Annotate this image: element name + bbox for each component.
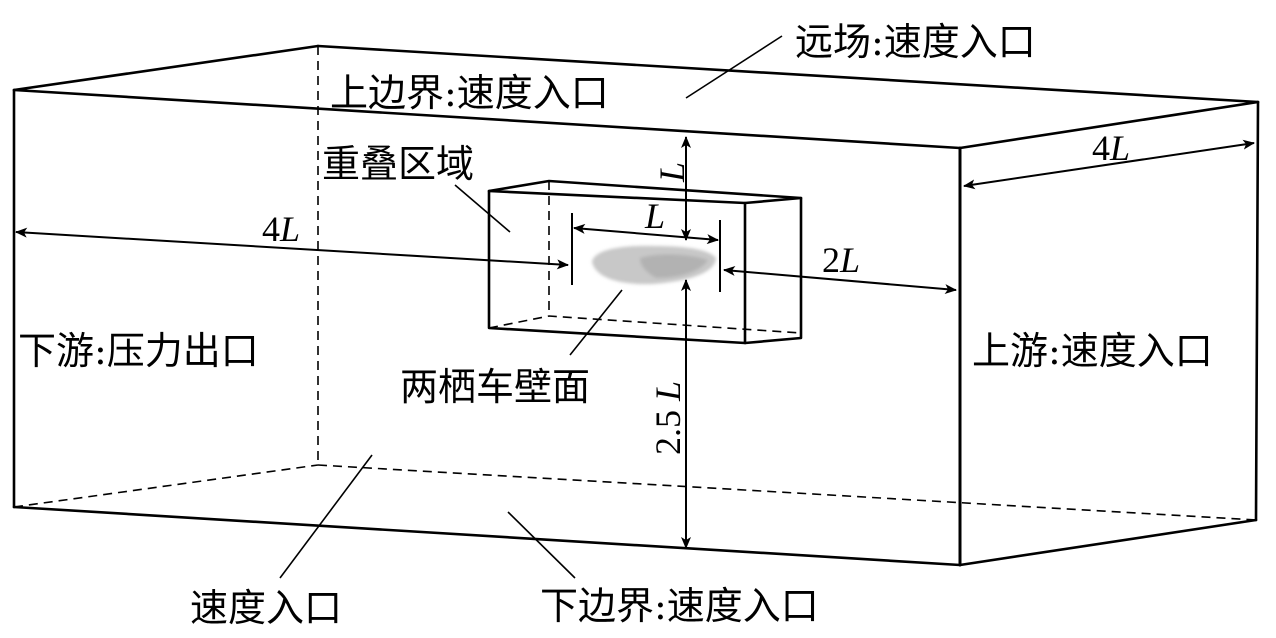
far-field-leader [685, 35, 783, 99]
downstream-length-label: 4L [262, 209, 300, 249]
overlap-region-leader [454, 184, 511, 233]
bottom-clearance-number: 2.5 [648, 401, 688, 455]
bottom-clearance-label: 2.5 L [648, 381, 688, 455]
side-inlet-label: 速度入口 [190, 586, 342, 630]
domain-width-number: 4 [1092, 128, 1110, 168]
vehicle-wall-leader [569, 289, 623, 356]
upstream-length-label: 2L [822, 240, 860, 280]
outer-back-top-edge [316, 44, 1260, 104]
bottom-clearance-variable: L [648, 381, 688, 402]
outer-top-left-edge [12, 44, 320, 92]
amphibious-vehicle [592, 245, 716, 285]
upstream-length-arrow [723, 265, 957, 295]
vehicle-length-variable: L [644, 196, 665, 236]
outer-box-edges [12, 44, 1260, 567]
far-field-label: 远场:速度入口 [795, 20, 1036, 64]
top-clearance-label: L [652, 162, 692, 183]
bottom-boundary-leader [507, 511, 576, 579]
vehicle-wall-label: 两栖车壁面 [400, 365, 590, 409]
overlap-region-label: 重叠区域 [322, 142, 474, 186]
vehicle-shading-shape [640, 254, 708, 278]
vehicle-length-arrow [573, 223, 719, 245]
downstream-length-arrow [15, 227, 569, 270]
outer-front-bottom-edge [12, 505, 962, 567]
upstream-length-variable: L [839, 240, 860, 280]
overlap-region-box [487, 179, 803, 345]
top-clearance-variable: L [652, 162, 692, 183]
dimension-lines [15, 136, 1255, 549]
leader-lines [279, 35, 783, 579]
outer-bottom-right-edge [958, 518, 1258, 567]
downstream-length-number: 4 [262, 209, 280, 249]
outer-front-top-edge [12, 88, 962, 150]
outer-back-right-edge [1254, 100, 1260, 522]
side-inlet-leader [279, 454, 373, 579]
outer-bottom-left-edge [13, 464, 319, 508]
overlap-right-face [743, 196, 803, 345]
top-boundary-label: 上边界:速度入口 [330, 71, 609, 115]
domain-width-arrow [963, 139, 1255, 190]
boundary-labels: 远场:速度入口 上边界:速度入口 重叠区域 下游:压力出口 上游:速度入口 两栖… [18, 20, 1213, 630]
downstream-length-variable: L [279, 209, 300, 249]
upstream-label: 上游:速度入口 [972, 329, 1213, 373]
bottom-boundary-label: 下边界:速度入口 [540, 584, 819, 628]
domain-width-variable: L [1109, 128, 1130, 168]
upstream-length-number: 2 [822, 240, 840, 280]
dimension-labels: 4L L 2L L 2.5 L 4L [262, 128, 1130, 455]
vehicle-length-label: L [644, 196, 665, 236]
outer-box-hidden-edges [13, 46, 1257, 521]
outer-back-bottom-edge [317, 464, 1257, 521]
overlap-hidden-bottom-edges [488, 315, 802, 334]
overlap-top-face [487, 179, 803, 205]
downstream-label: 下游:压力出口 [18, 329, 259, 373]
domain-width-label: 4L [1092, 128, 1130, 168]
